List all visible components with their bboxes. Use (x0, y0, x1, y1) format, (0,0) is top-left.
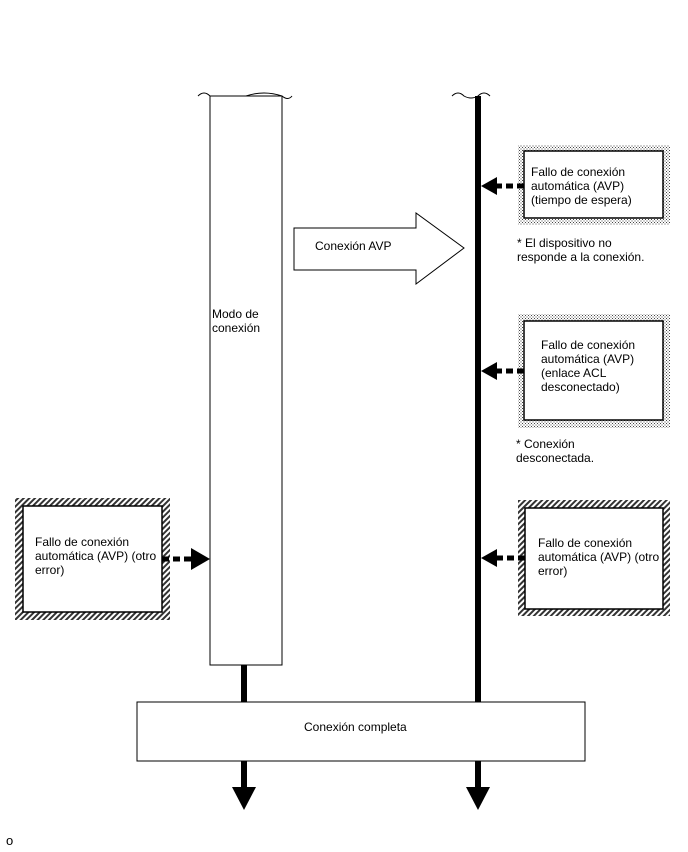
acl-note: * Conexión desconectada. (516, 437, 595, 465)
avp-connection-arrow (293, 212, 465, 285)
connection-mode-label: Modo de conexión (212, 307, 261, 335)
output-arrow-right (466, 761, 490, 810)
dashed-arrow-other-left (162, 548, 210, 570)
dashed-arrow-other-right (481, 549, 525, 567)
other-error-box-right (518, 500, 670, 616)
timeout-failure-box (518, 145, 670, 225)
dashed-arrow-acl (481, 362, 524, 380)
acl-failure-box (518, 314, 670, 428)
connection-mode-column (197, 92, 293, 666)
connection-complete-box (136, 701, 586, 762)
output-arrow-left (232, 761, 256, 810)
other-error-label-right: Fallo de conexión automática (AVP) (otro… (538, 536, 660, 578)
timeout-note: * El dispositivo no responde a la conexi… (517, 236, 645, 264)
avp-connection-label: Conexión AVP (315, 239, 392, 253)
acl-failure-label: Fallo de conexión automática (AVP) (enla… (541, 338, 636, 394)
footer-mark: o (6, 833, 14, 848)
other-error-label-left: Fallo de conexión automática (AVP) (otro… (35, 535, 157, 577)
other-error-box-left (15, 498, 170, 620)
connection-complete-label: Conexión completa (304, 720, 407, 734)
avp-timeline (451, 92, 491, 703)
timeout-failure-label: Fallo de conexión automática (AVP) (tiem… (531, 165, 632, 207)
dashed-arrow-timeout (481, 177, 524, 195)
